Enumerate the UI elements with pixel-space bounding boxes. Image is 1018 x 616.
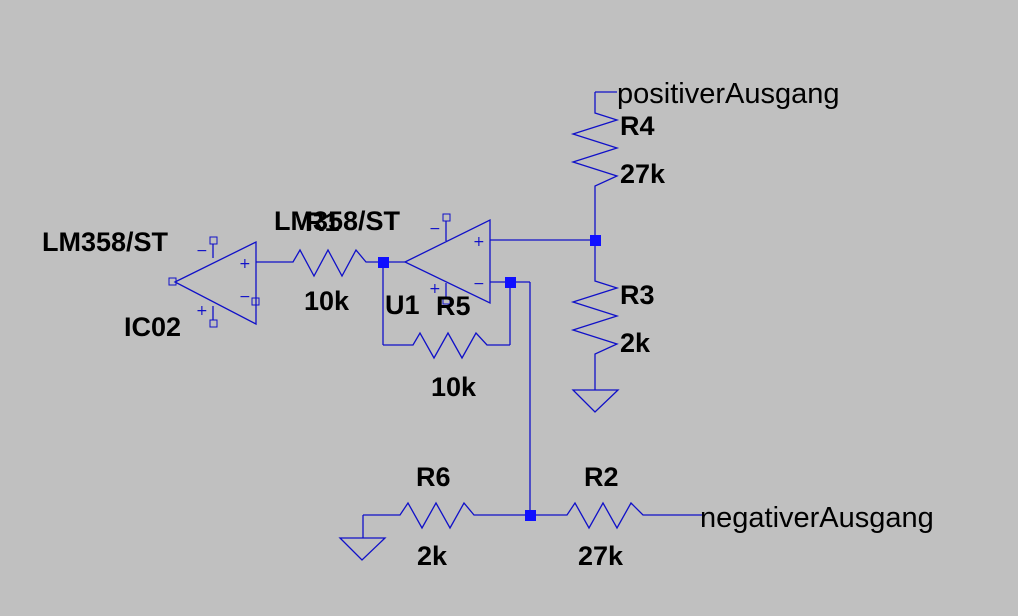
r3-ref-label: R3: [620, 280, 655, 310]
r1-ref-label: R1: [305, 207, 340, 237]
resistor-r2[interactable]: [562, 501, 648, 530]
ic02-plus-sign: +: [239, 256, 251, 272]
ground-symbol-r3: [571, 389, 620, 413]
resistor-r4[interactable]: [570, 108, 620, 192]
resistor-r1[interactable]: [288, 248, 371, 278]
opamp-u1[interactable]: + − − +: [403, 213, 491, 305]
junction-dot: [378, 257, 389, 268]
u1-minus-sign: −: [473, 276, 485, 292]
junctions: [378, 235, 601, 521]
junction-dot: [505, 277, 516, 288]
opamp-ic02[interactable]: + − − +: [168, 236, 260, 328]
u1-supply-minus-sign: −: [429, 221, 441, 237]
ic02-ref-label: IC02: [124, 312, 181, 342]
ic02-supply-minus-sign: −: [196, 243, 208, 259]
resistor-r6[interactable]: [395, 501, 479, 530]
r1-value-label: 10k: [304, 286, 350, 316]
ic02-model-label: LM358/ST: [42, 227, 169, 257]
r4-value-label: 27k: [620, 159, 666, 189]
junction-dot: [590, 235, 601, 246]
u1-model-label: LM358/ST: [274, 206, 401, 236]
ground-symbol-r6: [338, 537, 387, 561]
net-label-positive-output[interactable]: positiverAusgang: [617, 78, 839, 110]
net-label-negative-output[interactable]: negativerAusgang: [700, 502, 934, 534]
u1-plus-sign: +: [473, 234, 485, 250]
r6-ref-label: R6: [416, 462, 451, 492]
r5-ref-label: R5: [436, 291, 471, 321]
r2-ref-label: R2: [584, 462, 619, 492]
r6-value-label: 2k: [417, 541, 448, 571]
u1-supply-plus-sign: +: [429, 281, 441, 297]
resistor-r5[interactable]: [408, 331, 492, 360]
junction-dot: [525, 510, 536, 521]
resistor-r3[interactable]: [570, 276, 620, 360]
ic02-supply-plus-sign: +: [196, 303, 208, 319]
ic02-minus-sign: −: [239, 289, 251, 305]
r2-value-label: 27k: [578, 541, 624, 571]
u1-ref-label: U1: [385, 290, 420, 320]
r5-value-label: 10k: [431, 372, 477, 402]
r3-value-label: 2k: [620, 328, 651, 358]
r4-ref-label: R4: [620, 111, 655, 141]
